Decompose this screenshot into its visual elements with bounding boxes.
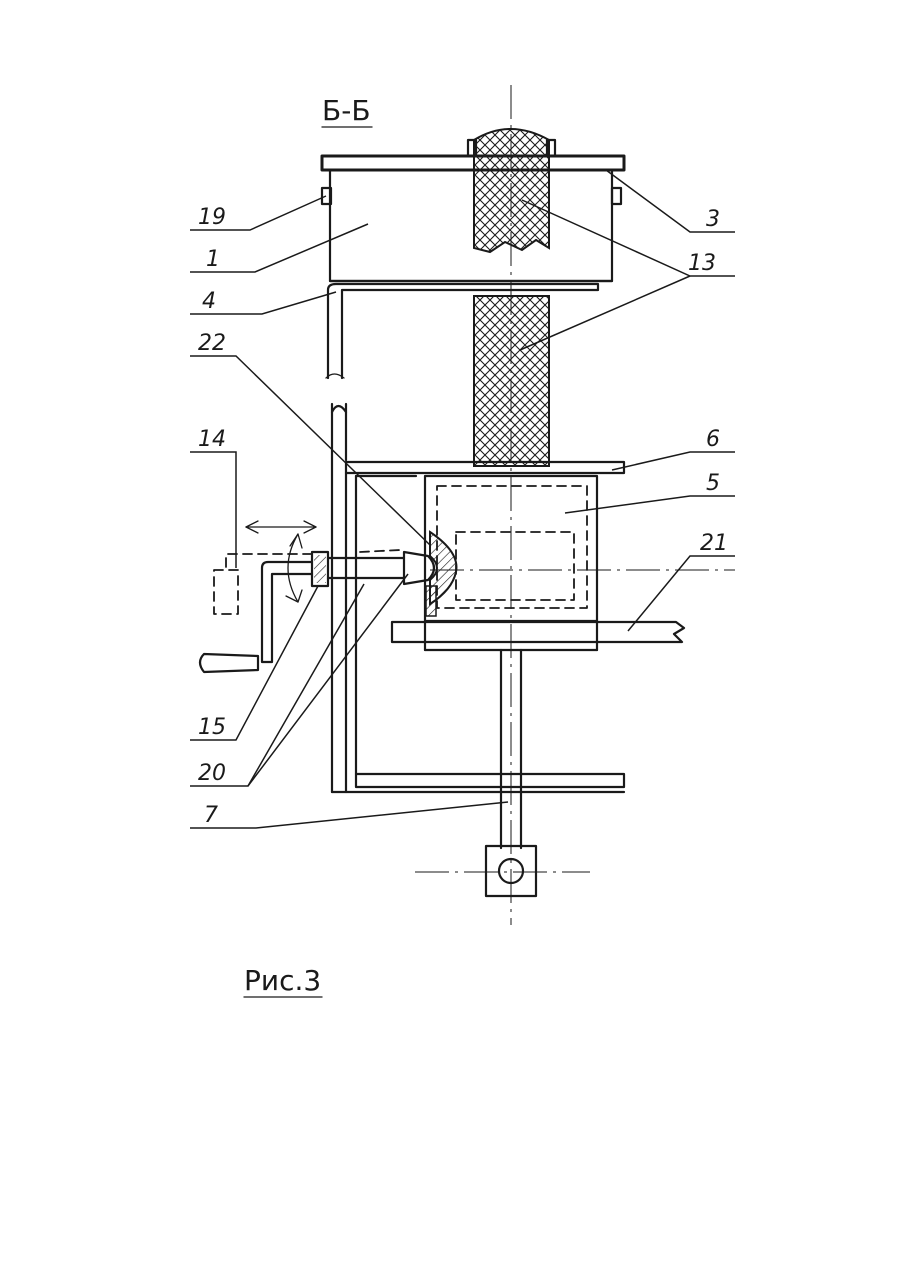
section-title: Б-Б bbox=[322, 94, 371, 127]
frame-column bbox=[332, 404, 346, 792]
callout-1: 1 bbox=[206, 247, 220, 272]
crank-handle bbox=[200, 554, 312, 672]
pin-assembly bbox=[312, 532, 456, 616]
callout-22: 22 bbox=[198, 331, 226, 356]
callout-15: 15 bbox=[198, 715, 226, 740]
hatched-rod bbox=[468, 129, 555, 466]
figure-caption: Рис.3 bbox=[244, 964, 321, 997]
callout-13: 13 bbox=[688, 251, 716, 276]
callout-4: 4 bbox=[202, 289, 216, 314]
callout-3: 3 bbox=[706, 207, 720, 232]
callout-20: 20 bbox=[198, 761, 226, 786]
callout-6: 6 bbox=[706, 427, 720, 452]
callout-5: 5 bbox=[706, 471, 720, 496]
plate-6 bbox=[346, 462, 624, 792]
bracket-4 bbox=[326, 284, 598, 378]
leader-lines bbox=[190, 170, 735, 828]
plate-21 bbox=[392, 622, 684, 642]
callout-14: 14 bbox=[198, 427, 226, 452]
callout-19: 19 bbox=[198, 205, 226, 230]
base-plate bbox=[332, 774, 624, 792]
callout-21: 21 bbox=[700, 531, 728, 556]
callout-7: 7 bbox=[204, 803, 218, 828]
